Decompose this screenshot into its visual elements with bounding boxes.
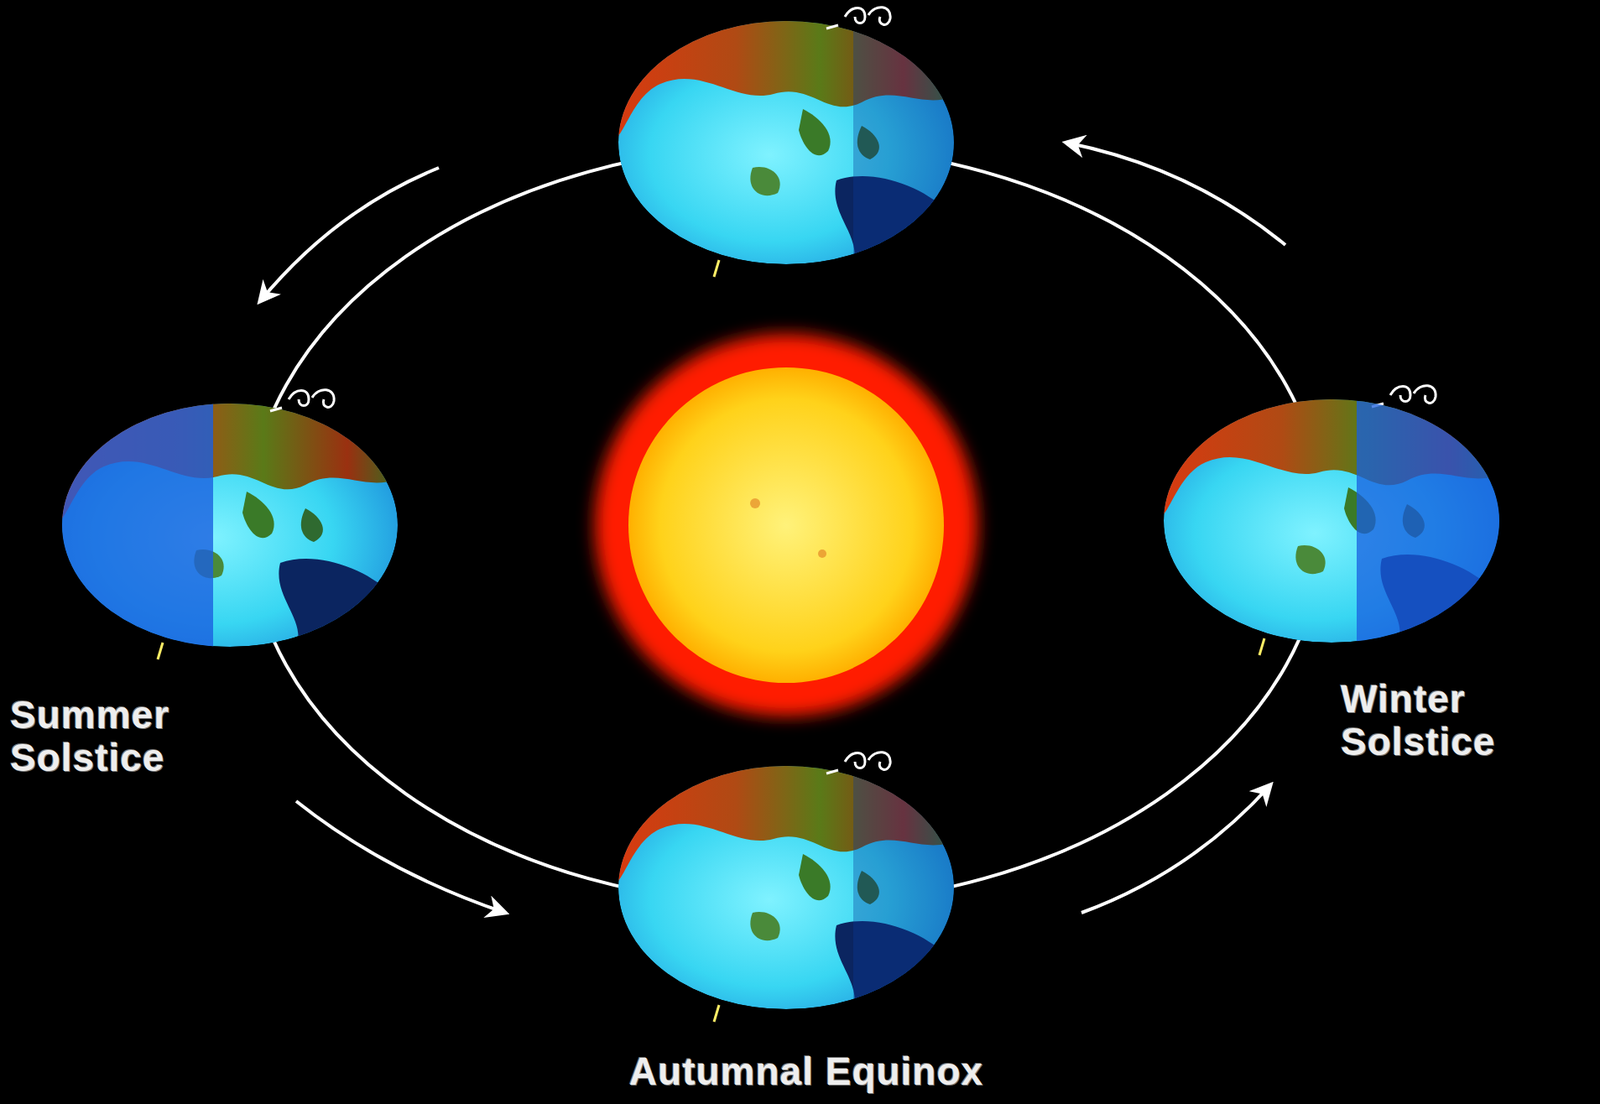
earth-winter (1163, 385, 1500, 656)
sun-spot (750, 498, 761, 509)
orbit-arrow (1066, 142, 1286, 245)
sun (628, 367, 944, 683)
season-label: Autumnal Equinox (512, 1050, 1100, 1094)
label-position: Autumnal Equinox (512, 1050, 1100, 1094)
season-label: Summer Solstice (10, 693, 262, 779)
label-position: Winter Solstice (1340, 677, 1585, 763)
orbit-arrow (260, 167, 439, 302)
earth-top (618, 7, 954, 277)
sun-glow (594, 333, 978, 717)
earth-summer (62, 390, 398, 660)
season-label: Winter Solstice (1340, 677, 1585, 763)
orbit-arrow (296, 801, 506, 913)
sun-spot (818, 549, 827, 558)
earth-autumn (618, 752, 954, 1022)
orbit-arrow (1081, 785, 1271, 913)
label-position: Summer Solstice (10, 693, 262, 779)
